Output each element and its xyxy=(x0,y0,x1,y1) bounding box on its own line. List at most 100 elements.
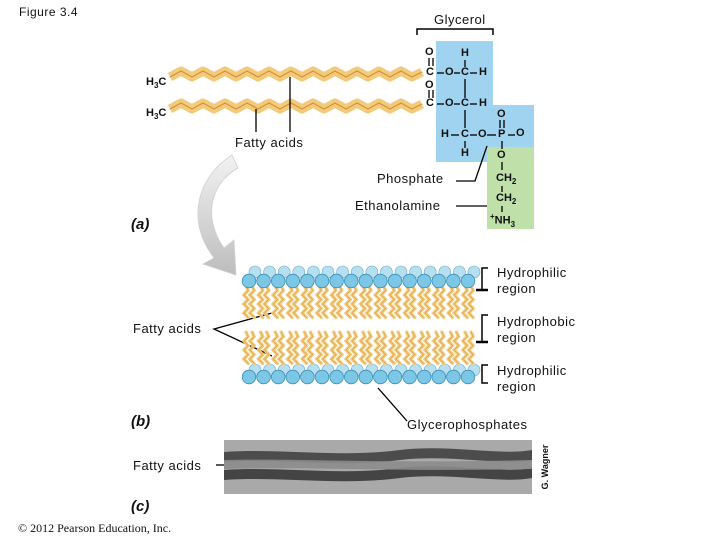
hydrophobic-line1: Hydrophobic xyxy=(497,314,576,329)
glycerol-bracket xyxy=(416,28,494,35)
chem-c-4: C xyxy=(461,97,469,109)
fatty-acid-tail-edge xyxy=(424,331,430,364)
fatty-acid-tail-edge xyxy=(453,331,460,364)
head-group-bottom xyxy=(271,369,286,385)
chem-c-2: C xyxy=(426,97,434,109)
chem-ch2-2: CH2 xyxy=(496,192,517,207)
transition-arrow xyxy=(197,154,239,276)
head-group-top xyxy=(329,273,344,289)
fatty-acid-tail-edge xyxy=(263,285,270,318)
head-group-top xyxy=(285,273,301,289)
fatty-acid-tail-edge xyxy=(389,285,395,318)
fatty-acid-tail-edge xyxy=(424,285,430,318)
fatty-acid-tail-edge xyxy=(287,331,293,364)
fatty-acid-tail-edge xyxy=(433,331,439,364)
fatty-acid-tail-edge xyxy=(316,285,322,318)
fatty-acid-tail-edge xyxy=(403,285,410,318)
fatty-acids-label-a: Fatty acids xyxy=(235,135,304,150)
hydrophobic-line2: region xyxy=(497,330,537,345)
head-group-bottom xyxy=(460,369,476,385)
head-group-top xyxy=(446,273,461,289)
head-group-top xyxy=(256,273,271,289)
head-group-bottom xyxy=(344,369,359,385)
micrograph-bands xyxy=(224,448,532,482)
fatty-acid-tail-edge xyxy=(462,285,468,318)
fatty-acid-tail-edge xyxy=(330,285,337,318)
fatty-acid-tail-edge xyxy=(316,331,322,364)
head-group-bottom xyxy=(402,369,417,385)
fatty-acid-tail-edge xyxy=(272,331,278,364)
photo-credit-text: G. Wagner xyxy=(540,444,550,490)
fatty-acid-tail-edge xyxy=(243,331,249,364)
fatty-acid-tail-edge xyxy=(249,285,255,318)
head-group-top xyxy=(314,273,330,289)
head-group-bottom xyxy=(256,369,271,385)
fatty-acid-tail-edge xyxy=(257,285,264,318)
fatty-acid-tail-edge xyxy=(447,331,454,364)
copyright-notice: © 2012 Pearson Education, Inc. xyxy=(18,521,172,535)
chem-h-2: H xyxy=(479,66,487,78)
fatty-acids-label-c: Fatty acids xyxy=(133,458,202,473)
fatty-acid-tail-edge xyxy=(468,285,474,318)
chem-ch2-1: CH2 xyxy=(496,172,517,187)
chemical-bonds xyxy=(428,58,515,212)
chem-o-3: O xyxy=(425,79,434,91)
ethanolamine-label: Ethanolamine xyxy=(355,198,441,213)
head-group-top xyxy=(417,273,432,289)
chem-h-1: H xyxy=(461,47,469,59)
chem-h-3: H xyxy=(479,97,487,109)
head-group-bottom xyxy=(417,369,432,385)
fatty-acid-tail-edge xyxy=(257,331,264,364)
fatty-acids-label-b: Fatty acids xyxy=(133,321,202,336)
fatty-acid-tail-edge xyxy=(287,285,293,318)
head-group-top xyxy=(431,273,447,289)
head-group-bottom xyxy=(300,369,315,385)
head-group-bottom xyxy=(314,369,330,385)
fatty-acid-tail-edge xyxy=(453,285,460,318)
glycerol-label: Glycerol xyxy=(434,12,486,27)
fatty-acid-tail-edge xyxy=(462,331,468,364)
fatty-acid-tail-edge xyxy=(366,331,372,364)
hydrophilic-top-line2: region xyxy=(497,281,537,296)
chem-c-1: C xyxy=(426,66,434,78)
fatty-acid-tail-edge xyxy=(395,331,401,364)
head-group-bottom xyxy=(358,369,374,385)
chem-nh3: +NH3 xyxy=(490,212,516,229)
fatty-acid-tail-edge xyxy=(360,285,366,318)
fatty-acid-tail-edge xyxy=(389,331,395,364)
fatty-acid-tail-edge xyxy=(272,285,278,318)
fatty-acid-tail-edge xyxy=(366,285,372,318)
fatty-acid-tail-edge xyxy=(330,331,337,364)
fatty-acid-tail-edge xyxy=(278,331,284,364)
fatty-acid-tail-edge xyxy=(403,331,410,364)
fatty-acid-tail-edge xyxy=(447,285,454,318)
chem-c-5: C xyxy=(461,128,469,140)
fatty-acid-chain-1-edge xyxy=(169,70,423,78)
chem-o-8: O xyxy=(497,149,506,161)
fatty-acid-tail-edge xyxy=(418,285,424,318)
fatty-acid-tail-edge xyxy=(278,285,284,318)
chem-h-4: H xyxy=(441,128,449,140)
fatty-acid-tail-edge xyxy=(468,331,474,364)
hydrophilic-bottom-line2: region xyxy=(497,379,537,394)
chem-c-3: C xyxy=(461,66,469,78)
fatty-acid-tail-edge xyxy=(263,331,270,364)
head-group-top xyxy=(271,273,286,289)
head-group-top xyxy=(358,273,374,289)
head-group-bottom xyxy=(387,369,403,385)
fatty-acid-tail-edge xyxy=(293,285,299,318)
phosphate-label: Phosphate xyxy=(377,171,444,186)
fatty-acid-tail-edge xyxy=(439,331,445,364)
head-group-bottom xyxy=(431,369,447,385)
fatty-acid-tail-edge xyxy=(351,285,357,318)
fatty-acid-tail-edge xyxy=(336,331,343,364)
fatty-acid-tail-edge xyxy=(243,285,249,318)
fatty-acid-tail-edge xyxy=(380,285,387,318)
panel-label-b: (b) xyxy=(131,413,151,430)
head-group-bottom xyxy=(373,369,388,385)
fatty-acid-tail-edge xyxy=(418,331,424,364)
fatty-acid-tail-edge xyxy=(374,285,381,318)
chem-h3c-2: H3C xyxy=(146,107,167,122)
leader-lines-a xyxy=(255,77,488,207)
